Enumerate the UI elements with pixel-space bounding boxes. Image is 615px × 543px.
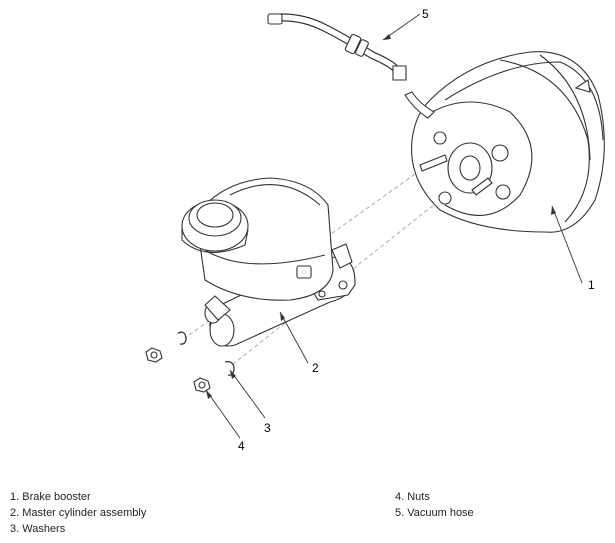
- brake-booster: [411, 51, 605, 233]
- washers: [177, 331, 235, 376]
- callout-2: 2: [312, 361, 319, 375]
- callout-5: 5: [422, 7, 429, 21]
- legend-left: 1. Brake booster 2. Master cylinder asse…: [10, 489, 146, 537]
- brake-assembly-diagram: 1 2 3 4 5: [145, 7, 605, 453]
- leader-arrowheads: [206, 34, 556, 399]
- callout-1: 1: [588, 278, 595, 292]
- legend-item-washers: 3. Washers: [10, 523, 66, 535]
- legend-right: 4. Nuts 5. Vacuum hose: [395, 489, 474, 521]
- leader-lines: [205, 13, 583, 439]
- legend-item-master-cylinder: 2. Master cylinder assembly: [10, 507, 147, 519]
- vacuum-hose: [267, 13, 435, 119]
- nuts: [145, 347, 211, 393]
- legend-item-vacuum-hose: 5. Vacuum hose: [395, 507, 474, 519]
- legend-item-brake-booster: 1. Brake booster: [10, 491, 91, 503]
- callout-3: 3: [264, 421, 271, 435]
- callout-4: 4: [238, 439, 245, 453]
- master-cylinder-assembly: [181, 177, 356, 347]
- legend-item-nuts: 4. Nuts: [395, 491, 430, 503]
